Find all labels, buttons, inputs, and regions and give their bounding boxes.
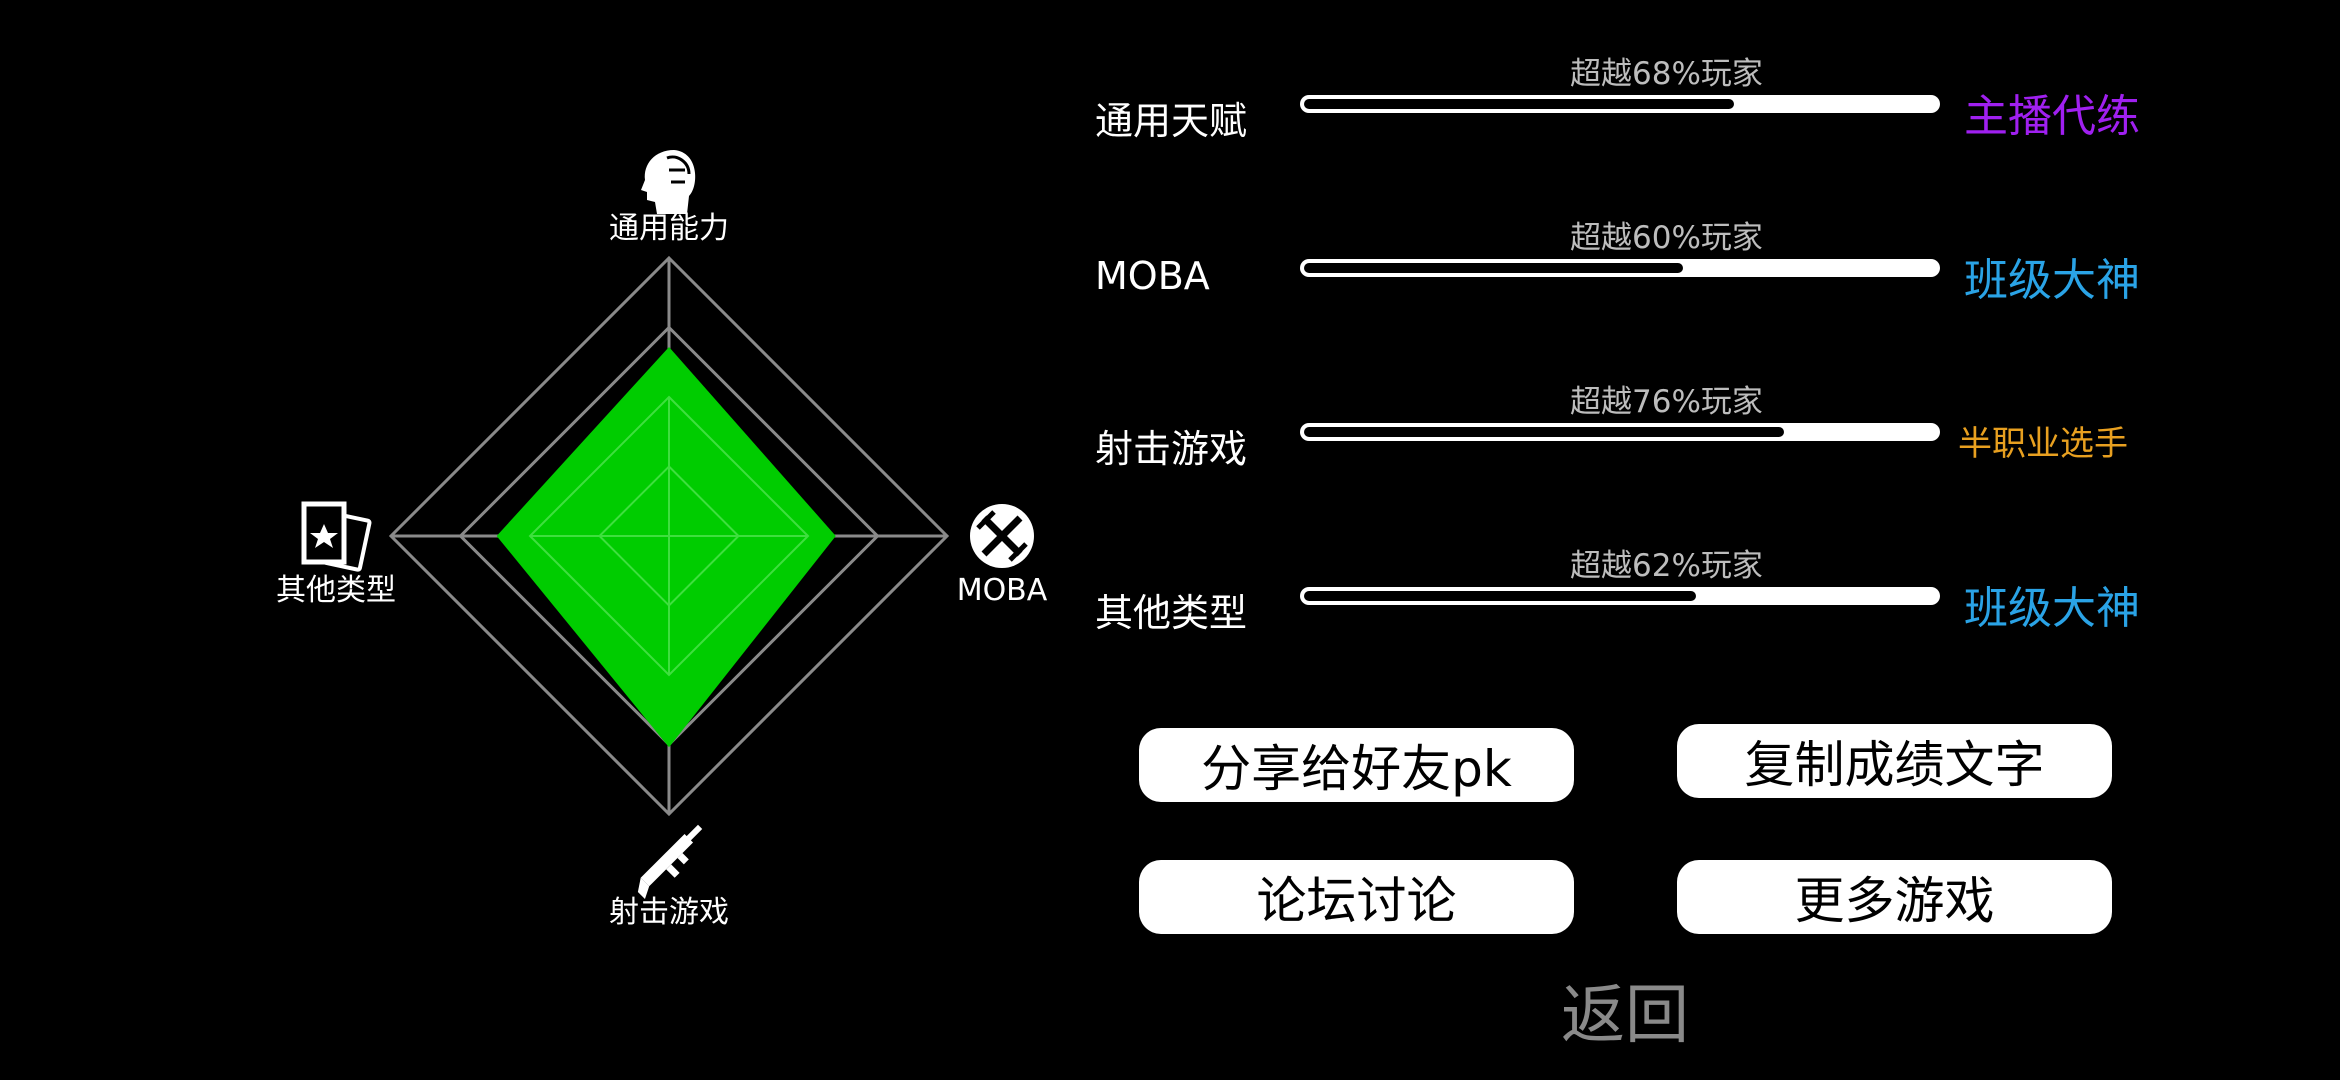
radar-chart: 通用能力 MOBA 射击游戏 其他类型 — [276, 150, 1048, 930]
stat-progress-bar — [1300, 423, 1940, 441]
stat-progress-bar — [1300, 587, 1940, 605]
forum-button[interactable]: 论坛讨论 — [1139, 860, 1574, 934]
stat-row-moba: MOBA 超越60%玩家 班级大神 — [1090, 220, 2190, 326]
radar-value-polygon — [496, 346, 836, 748]
progress-fill — [1304, 591, 1696, 601]
stat-progress-bar — [1300, 95, 1940, 113]
stat-row-other: 其他类型 超越62%玩家 班级大神 — [1090, 548, 2190, 654]
stat-name: MOBA — [1095, 254, 1210, 298]
stat-percent-text: 超越68%玩家 — [1570, 56, 1763, 92]
axis-label-bottom: 射击游戏 — [609, 895, 729, 930]
progress-fill — [1304, 99, 1734, 109]
progress-fill — [1304, 427, 1785, 437]
stat-rank: 半职业选手 — [1958, 424, 2128, 464]
stat-rank: 班级大神 — [1964, 583, 2140, 634]
back-button[interactable]: 返回 — [1561, 979, 1689, 1053]
head-icon — [641, 150, 696, 214]
stat-progress-bar — [1300, 259, 1940, 277]
stat-percent-text: 超越62%玩家 — [1570, 548, 1763, 584]
stat-row-general: 通用天赋 超越68%玩家 主播代练 — [1090, 56, 2190, 162]
axis-label-right: MOBA — [957, 573, 1048, 608]
stat-rank: 班级大神 — [1964, 255, 2140, 306]
cards-star-icon — [301, 501, 372, 572]
progress-fill — [1304, 263, 1684, 273]
stat-rank: 主播代练 — [1964, 91, 2140, 142]
stat-percent-text: 超越76%玩家 — [1570, 384, 1763, 420]
moba-swords-icon — [970, 504, 1034, 568]
more-games-button[interactable]: 更多游戏 — [1677, 860, 2112, 934]
copy-results-button[interactable]: 复制成绩文字 — [1677, 724, 2112, 798]
stat-name: 射击游戏 — [1095, 427, 1248, 471]
stat-row-shooter: 射击游戏 超越76%玩家 半职业选手 — [1090, 384, 2190, 490]
stat-name: 通用天赋 — [1095, 99, 1248, 143]
share-pk-button[interactable]: 分享给好友pk — [1139, 728, 1574, 802]
stat-name: 其他类型 — [1095, 591, 1248, 635]
stat-percent-text: 超越60%玩家 — [1570, 220, 1763, 256]
axis-label-top: 通用能力 — [609, 211, 729, 246]
rifle-icon — [637, 824, 703, 900]
axis-label-left: 其他类型 — [276, 573, 396, 608]
